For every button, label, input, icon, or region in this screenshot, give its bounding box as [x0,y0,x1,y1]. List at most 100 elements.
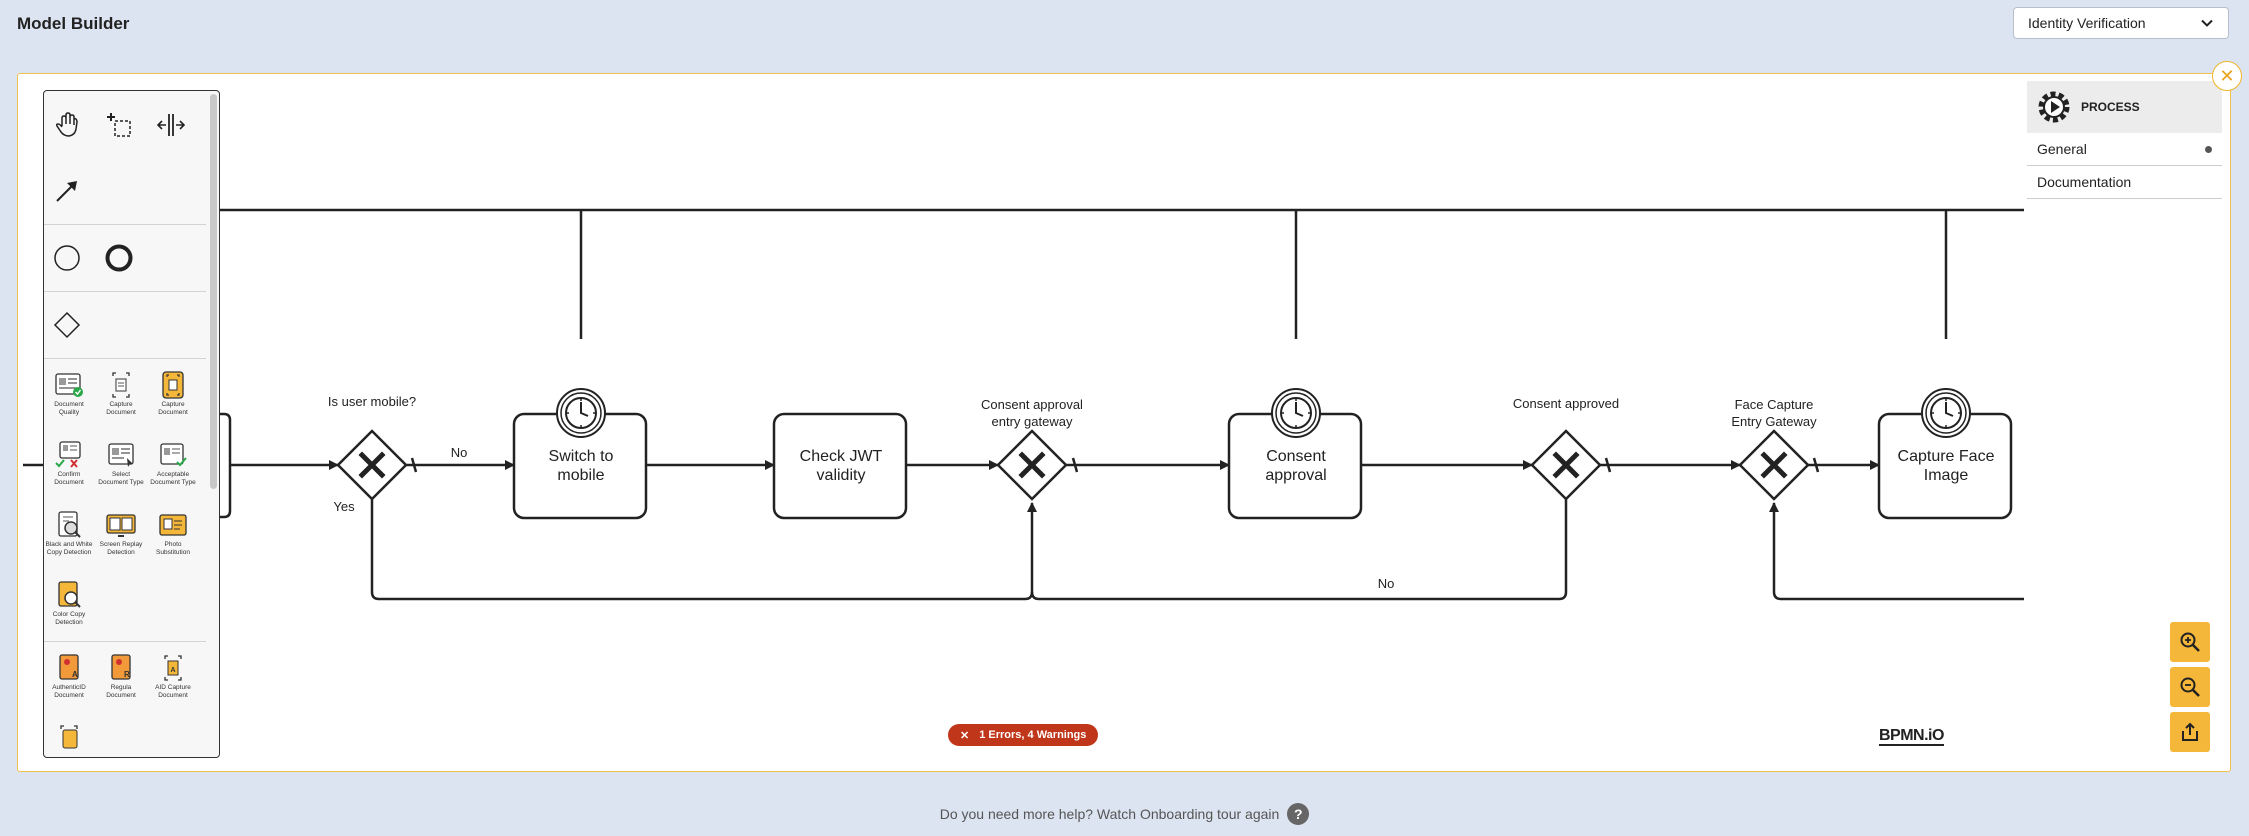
gateway-label: Face Capture [1735,397,1814,412]
close-icon: ✕ [2219,65,2235,86]
end-event-icon[interactable] [99,238,139,278]
close-icon: ✕ [960,729,970,742]
flow-label: No [451,445,468,460]
help-icon[interactable]: ? [1287,803,1310,825]
space-tool-icon[interactable] [151,105,191,145]
flow-return-face [1769,502,2024,601]
zoom-out-icon [2180,677,2200,697]
start-event-icon[interactable] [47,238,87,278]
help-footer: Do you need more help? Watch Onboarding … [0,803,2249,825]
capture-document-color-icon [158,370,188,400]
close-canvas-button[interactable]: ✕ [2212,61,2242,91]
document-plugin-icon [54,723,84,753]
default-tick-4 [1812,457,1820,473]
diagram-canvas[interactable]: Switch to mobile Check JWT validity Cons… [17,73,2231,772]
gateway-icon[interactable] [47,305,87,345]
properties-tab-general[interactable]: General [2027,133,2222,166]
document-quality-icon [54,370,84,400]
timer-switch [556,388,606,438]
photo-substitution-icon [158,510,188,540]
color-copy-detection-icon [54,580,84,610]
palette-group-tools [44,91,206,225]
errors-badge[interactable]: ✕ 1 Errors, 4 Warnings [948,724,1099,746]
process-gear-icon [2038,91,2070,123]
default-tick-2 [1071,457,1079,473]
properties-panel: PROCESS General Documentation [2027,81,2222,199]
flow-yes-loop [370,499,1037,601]
bpmn-logo[interactable]: BPMN.iO [1879,727,1944,746]
zoom-in-button[interactable] [2170,622,2210,662]
zoom-out-button[interactable] [2170,667,2210,707]
gateway-label: Consent approval [981,397,1083,412]
default-tick-1 [410,457,418,473]
task-label: Image [1924,467,1969,484]
gateway-label: Entry Gateway [1731,414,1817,429]
flow-label: Yes [333,499,355,514]
aid-capture-document-icon: A [158,653,188,683]
default-tick-3 [1604,457,1612,473]
hand-tool-icon[interactable] [47,105,87,145]
screen-replay-detection-icon [106,510,136,540]
palette-tile[interactable] [44,723,94,753]
palette-group-events [44,224,206,292]
task-label: validity [817,467,866,484]
palette-group-gateways [44,291,206,359]
svg-text:R: R [124,670,130,679]
export-button[interactable] [2170,712,2210,752]
properties-header: PROCESS [2027,81,2222,133]
confirm-document-icon [54,440,84,470]
task-label: mobile [557,467,604,484]
flow-no-loop [1030,499,1568,601]
authenticid-document-icon: A [54,653,84,683]
status-dot [2205,145,2212,153]
gateway-label: entry gateway [992,414,1073,429]
chevron-down-icon [2201,19,2213,27]
flow-label: No [1378,576,1395,591]
timer-consent [1271,388,1321,438]
share-icon [2182,722,2198,741]
bpmn-diagram: Switch to mobile Check JWT validity Cons… [23,208,2024,601]
gateway-label: Is user mobile? [328,394,416,409]
task-label: Capture Face [1898,448,1995,465]
zoom-in-icon [2180,632,2200,652]
palette-scrollbar[interactable] [210,94,217,489]
regula-document-icon: R [106,653,136,683]
process-select[interactable]: Identity Verification [2013,7,2229,39]
page-title: Model Builder [17,14,130,33]
task-check-jwt [772,412,908,520]
lasso-tool-icon[interactable] [99,105,139,145]
select-document-type-icon [106,440,136,470]
svg-text:A: A [170,667,175,674]
connect-tool-icon[interactable] [47,171,87,211]
properties-tab-documentation[interactable]: Documentation [2027,166,2222,199]
task-label: Check JWT [800,448,883,465]
properties-header-label: PROCESS [2081,100,2140,114]
svg-text:A: A [72,670,78,679]
help-text[interactable]: Do you need more help? Watch Onboarding … [939,806,1280,822]
